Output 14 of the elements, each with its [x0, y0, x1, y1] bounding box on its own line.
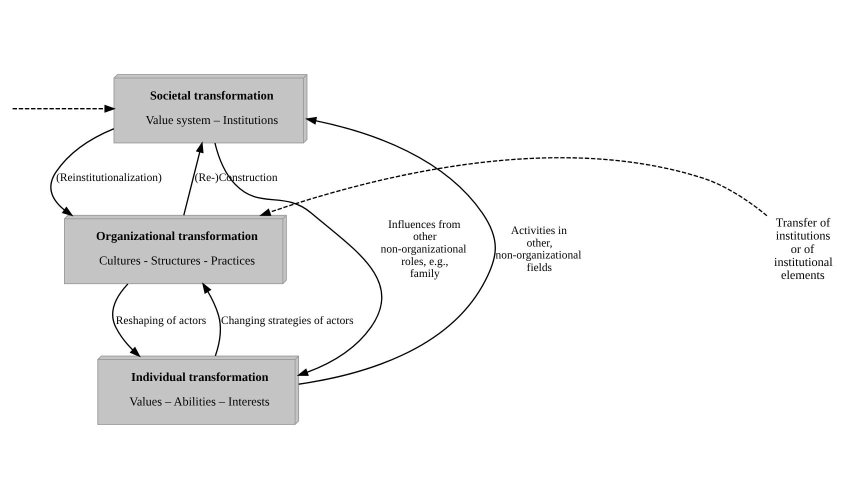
arrow — [298, 116, 496, 385]
arrow — [112, 284, 141, 358]
arrow — [183, 141, 204, 216]
arrow — [12, 104, 116, 113]
arrow — [259, 157, 768, 216]
edge-label: Activities in other, non-organizational fields — [496, 225, 582, 274]
arrow — [214, 142, 382, 376]
node-text: Transfer of institutions or of institutional elements — [774, 215, 833, 282]
edge-label: (Reinstitutionalization) — [56, 172, 162, 184]
edge-label: Reshaping of actors — [116, 314, 206, 327]
edge-label: Changing strategies of actors — [221, 314, 354, 327]
arrow — [50, 128, 114, 216]
edge-label: Influences from other non-organizational roles, e.g., family — [380, 218, 466, 280]
arrow — [202, 282, 222, 356]
